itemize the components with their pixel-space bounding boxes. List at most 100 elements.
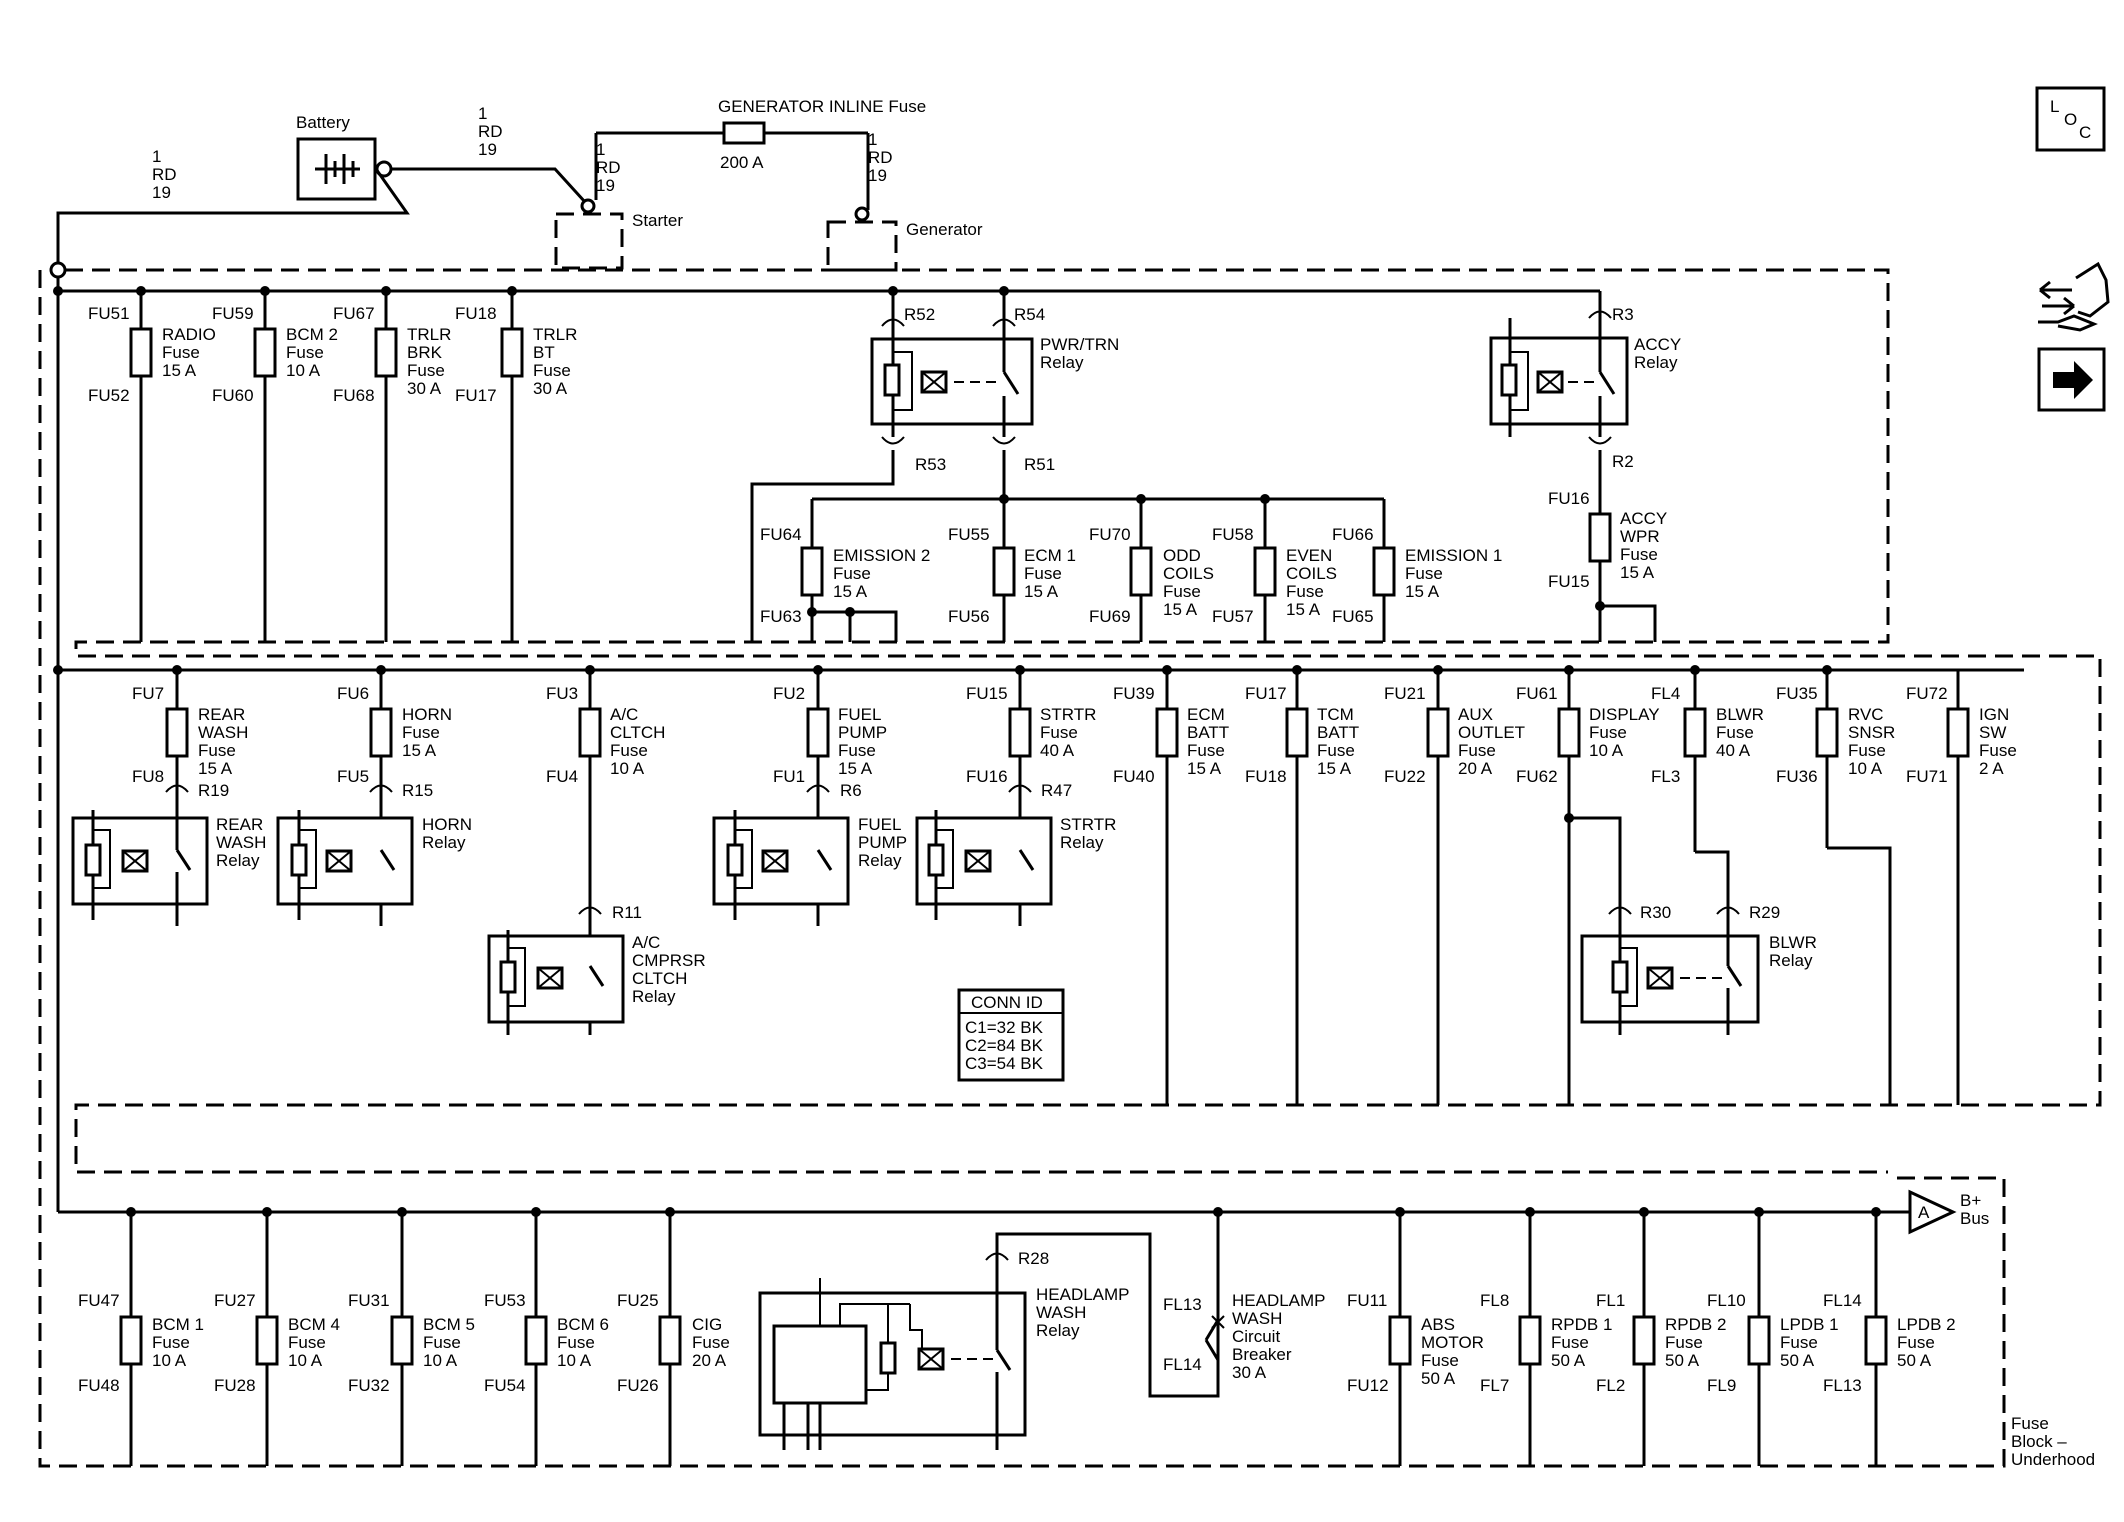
svg-text:B+: B+ (1960, 1191, 1981, 1210)
svg-text:1: 1 (868, 130, 877, 149)
svg-text:40 A: 40 A (1040, 741, 1075, 760)
fuse-trlr-brk: FU67 FU68 TRLR BRK Fuse 30 A (333, 286, 451, 642)
svg-text:15 A: 15 A (833, 582, 868, 601)
svg-text:FU65: FU65 (1332, 607, 1374, 626)
svg-text:R11: R11 (612, 903, 642, 922)
fuse-bcm-2: FU59 FU60 BCM 2 Fuse 10 A (212, 286, 338, 642)
svg-text:FU57: FU57 (1212, 607, 1254, 626)
svg-text:FU12: FU12 (1347, 1376, 1389, 1395)
fuse-bcm-6: FU53 FU54 BCM 6 Fuse 10 A (484, 1207, 609, 1466)
svg-text:ABS: ABS (1421, 1315, 1455, 1334)
svg-text:Fuse: Fuse (1040, 723, 1078, 742)
svg-text:15 A: 15 A (1620, 563, 1655, 582)
svg-text:FU58: FU58 (1212, 525, 1254, 544)
loc-icon[interactable]: L O C (2035, 86, 2106, 152)
svg-text:Fuse: Fuse (1897, 1333, 1935, 1352)
svg-text:HORN: HORN (422, 815, 472, 834)
fuse-block-outline-left (38, 270, 2006, 1468)
svg-text:50 A: 50 A (1665, 1351, 1700, 1370)
svg-text:FU5: FU5 (337, 767, 369, 786)
svg-text:FU52: FU52 (88, 386, 130, 405)
svg-text:ACCY: ACCY (1634, 335, 1681, 354)
svg-text:C3=54 BK: C3=54 BK (965, 1054, 1044, 1073)
svg-text:RVC: RVC (1848, 705, 1884, 724)
svg-text:R2: R2 (1612, 452, 1634, 471)
svg-text:50 A: 50 A (1780, 1351, 1815, 1370)
conn-id-table: CONN ID C1=32 BK C2=84 BK C3=54 BK (957, 988, 1065, 1082)
svg-text:30 A: 30 A (1232, 1363, 1267, 1382)
svg-text:R30: R30 (1640, 903, 1671, 922)
svg-text:FU27: FU27 (214, 1291, 256, 1310)
svg-text:15 A: 15 A (1405, 582, 1440, 601)
svg-text:Relay: Relay (1769, 951, 1813, 970)
svg-text:Fuse: Fuse (1716, 723, 1754, 742)
svg-text:FL9: FL9 (1707, 1376, 1736, 1395)
svg-text:O: O (2064, 110, 2077, 129)
svg-text:Fuse: Fuse (692, 1333, 730, 1352)
svg-text:SNSR: SNSR (1848, 723, 1895, 742)
svg-text:LPDB 2: LPDB 2 (1897, 1315, 1956, 1334)
svg-text:10 A: 10 A (423, 1351, 458, 1370)
svg-text:Relay: Relay (1060, 833, 1104, 852)
fuse-lpdb-1: FL10 FL9 LPDB 1 Fuse 50 A (1707, 1207, 1839, 1466)
fuse-ecm-1: FU55 FU56 ECM 1 Fuse 15 A (948, 499, 1076, 642)
svg-text:TRLR: TRLR (533, 325, 577, 344)
svg-text:BT: BT (533, 343, 555, 362)
svg-text:ECM 1: ECM 1 (1024, 546, 1076, 565)
svg-text:COILS: COILS (1163, 564, 1214, 583)
svg-text:FU62: FU62 (1516, 767, 1558, 786)
svg-text:C2=84 BK: C2=84 BK (965, 1036, 1044, 1055)
svg-text:1: 1 (478, 104, 487, 123)
svg-text:Block –: Block – (2011, 1432, 2067, 1451)
svg-text:50 A: 50 A (1421, 1369, 1456, 1388)
fuse-odd-coils: FU70 FU69 ODD COILS Fuse 15 A (1089, 494, 1214, 642)
svg-text:FU72: FU72 (1906, 684, 1948, 703)
svg-text:MOTOR: MOTOR (1421, 1333, 1484, 1352)
svg-text:20 A: 20 A (1458, 759, 1493, 778)
svg-text:R6: R6 (840, 781, 862, 800)
battery-label: Battery (296, 113, 350, 132)
svg-text:LPDB 1: LPDB 1 (1780, 1315, 1839, 1334)
starter-label: Starter (632, 211, 683, 230)
svg-text:HORN: HORN (402, 705, 452, 724)
fuse-fuel-pump: FU2 FU1 FUEL PUMP Fuse 15 A (773, 665, 887, 926)
svg-text:20 A: 20 A (692, 1351, 727, 1370)
svg-text:FU15: FU15 (966, 684, 1008, 703)
generator-fuse-symbol (722, 121, 766, 145)
svg-text:FU17: FU17 (455, 386, 497, 405)
svg-text:WASH: WASH (216, 833, 266, 852)
wire-generator-label: 1 RD 19 (868, 130, 893, 185)
svg-text:R54: R54 (1014, 305, 1045, 324)
svg-text:RD: RD (478, 122, 503, 141)
svg-text:EVEN: EVEN (1286, 546, 1332, 565)
fuse-emission-2: FU64 FU63 EMISSION 2 Fuse 15 A (760, 499, 930, 642)
svg-text:FL4: FL4 (1651, 684, 1680, 703)
svg-text:FL13: FL13 (1823, 1376, 1862, 1395)
svg-text:Relay: Relay (1634, 353, 1678, 372)
svg-text:SW: SW (1979, 723, 2006, 742)
svg-text:FU63: FU63 (760, 607, 802, 626)
svg-text:RADIO: RADIO (162, 325, 216, 344)
svg-text:Relay: Relay (632, 987, 676, 1006)
svg-text:15 A: 15 A (1024, 582, 1059, 601)
fuse-ign-sw: FU72 FU71 IGN SW Fuse 2 A (1906, 670, 2017, 1105)
svg-text:Fuse: Fuse (1458, 741, 1496, 760)
svg-text:GENERATOR INLINE Fuse: GENERATOR INLINE Fuse (718, 97, 926, 116)
harness-connector-icon[interactable] (2038, 261, 2110, 332)
next-page-arrow-icon[interactable] (2037, 347, 2106, 412)
svg-text:15 A: 15 A (198, 759, 233, 778)
relay-horn: R15 HORN Relay (276, 781, 472, 920)
relay-fuel-pump: R6 FUEL PUMP Relay (712, 781, 907, 920)
svg-text:A/C: A/C (610, 705, 638, 724)
starter-component (554, 212, 624, 270)
svg-text:BCM 5: BCM 5 (423, 1315, 475, 1334)
svg-text:30 A: 30 A (407, 379, 442, 398)
svg-text:Fuse: Fuse (533, 361, 571, 380)
svg-text:REAR: REAR (198, 705, 245, 724)
svg-text:Breaker: Breaker (1232, 1345, 1292, 1364)
svg-text:PUMP: PUMP (858, 833, 907, 852)
svg-text:FU40: FU40 (1113, 767, 1155, 786)
svg-text:BATT: BATT (1187, 723, 1229, 742)
svg-text:Fuse: Fuse (1187, 741, 1225, 760)
fuse-blwr: FL4 FL3 BLWR Fuse 40 A (1651, 665, 1764, 852)
